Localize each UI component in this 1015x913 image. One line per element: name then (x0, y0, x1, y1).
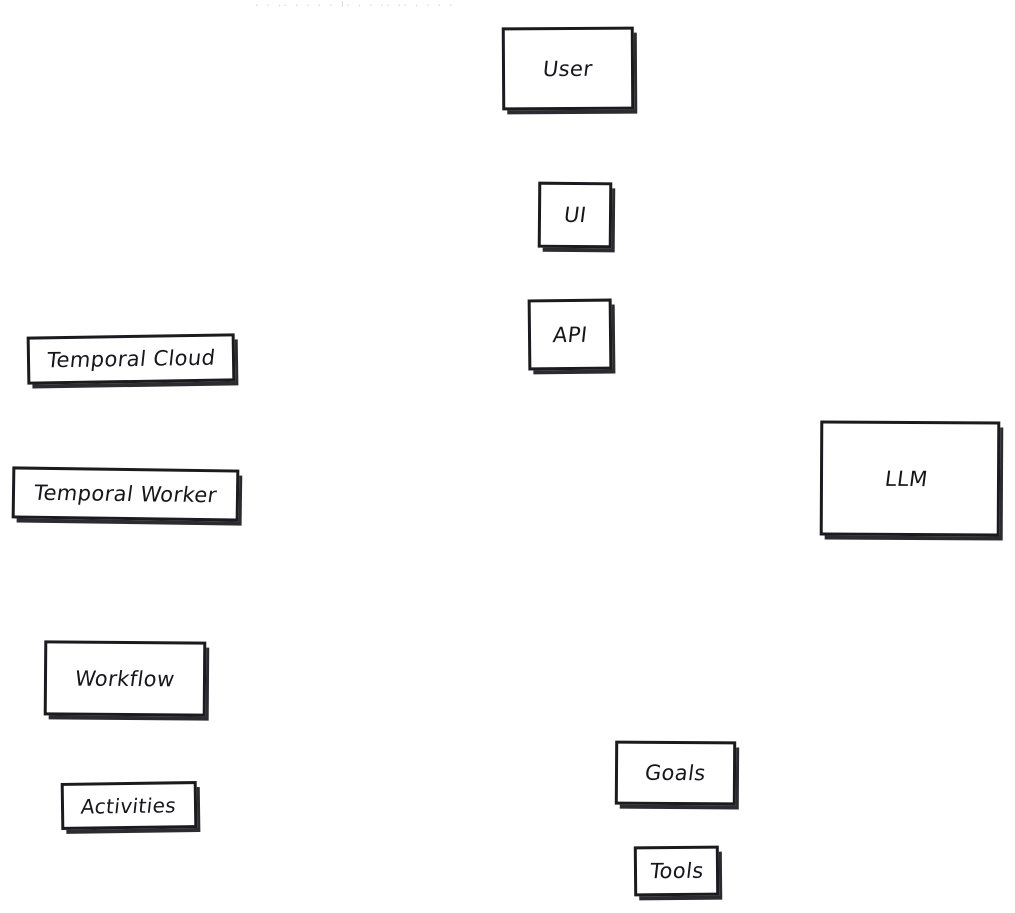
node-api-label: API (551, 322, 589, 347)
node-tools[interactable]: Tools (633, 845, 720, 897)
node-temporal-worker-label: Temporal Worker (32, 480, 219, 508)
node-workflow[interactable]: Workflow (43, 640, 207, 717)
node-goals-label: Goals (643, 760, 708, 786)
clipped-top-text: · · ·· · · · · |· · · ·· ·· · · · · (255, 0, 455, 7)
node-workflow-label: Workflow (73, 666, 177, 691)
node-goals[interactable]: Goals (614, 740, 737, 806)
node-temporal-cloud[interactable]: Temporal Cloud (26, 333, 236, 385)
node-llm[interactable]: LLM (819, 420, 1001, 537)
node-activities-label: Activities (80, 792, 178, 819)
node-llm-label: LLM (883, 466, 929, 491)
node-temporal-cloud-label: Temporal Cloud (45, 345, 217, 373)
node-temporal-worker[interactable]: Temporal Worker (11, 466, 240, 522)
node-activities[interactable]: Activities (60, 781, 198, 830)
node-ui[interactable]: UI (537, 181, 613, 249)
node-user[interactable]: User (501, 26, 635, 111)
node-tools-label: Tools (648, 858, 705, 884)
node-ui-label: UI (562, 202, 588, 228)
node-user-label: User (541, 56, 595, 81)
node-api[interactable]: API (527, 298, 613, 371)
